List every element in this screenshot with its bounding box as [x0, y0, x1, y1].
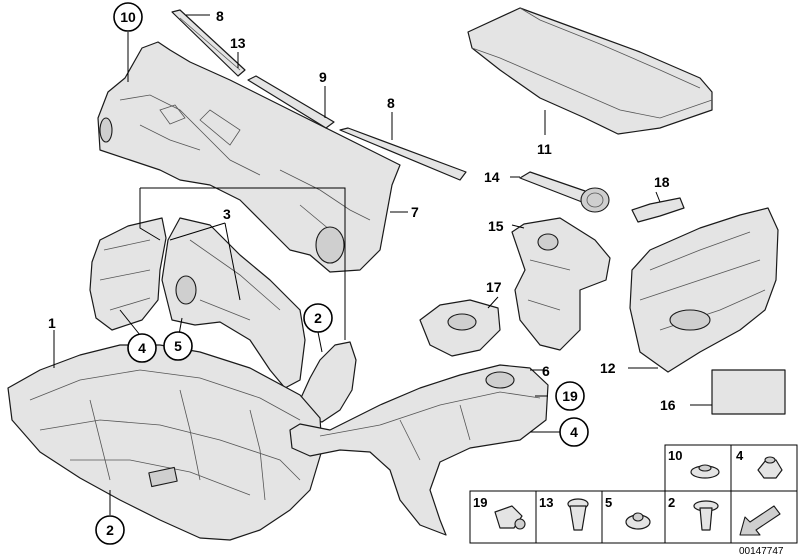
part-rear-wheelhouse-insulation [289, 364, 549, 536]
callout-circle-4-left [127, 333, 157, 363]
label-2-lower: 2 [106, 522, 114, 538]
legend-label-19: 19 [473, 495, 487, 510]
label-17: 17 [486, 279, 502, 295]
label-12: 12 [600, 360, 616, 376]
part-side-insulation-left [89, 217, 167, 331]
part-cowl-strip-8 [339, 127, 467, 181]
legend-label-4: 4 [736, 448, 744, 463]
label-9: 9 [319, 69, 327, 85]
part-parcel-shelf [467, 7, 713, 135]
callout-circle-2-lower [95, 515, 125, 545]
label-6: 6 [542, 363, 550, 379]
label-19: 19 [562, 388, 578, 404]
label-10: 10 [120, 9, 136, 25]
callout-circle-10 [113, 2, 143, 32]
label-16: 16 [660, 397, 676, 413]
legend-label-13: 13 [539, 495, 553, 510]
clip-nut-icon [690, 464, 720, 479]
legend-label-10: 10 [668, 448, 682, 463]
part-cowl-strip-9 [247, 75, 335, 129]
part-side-panel-insulation [629, 207, 779, 373]
label-13: 13 [230, 35, 246, 51]
legend-cell-arrow [730, 490, 798, 544]
label-14: 14 [484, 169, 500, 185]
label-4-left: 4 [138, 340, 146, 356]
arrow-icon [739, 505, 781, 536]
label-1: 1 [48, 315, 56, 331]
part-seal-strip-upper [171, 9, 246, 77]
callout-circle-4-right [559, 417, 589, 447]
callout-circle-19 [555, 381, 585, 411]
label-11: 11 [537, 141, 552, 157]
diagram-code: 00147747 [739, 546, 784, 557]
legend-label-2: 2 [668, 495, 675, 510]
part-bulkhead-insulation [97, 41, 401, 273]
fastener-legend: 10 4 19 13 5 2 [469, 444, 798, 544]
legend-label-5: 5 [605, 495, 612, 510]
push-rivet-icon [693, 500, 719, 531]
part-insulation-roll [519, 171, 610, 213]
callout-labels: 10 8 13 9 8 11 14 18 7 3 15 17 1 2 4 5 6… [48, 2, 676, 545]
callout-circle-5 [163, 331, 193, 361]
part-insulation-cap [419, 299, 501, 357]
part-wheelhouse-insulation [511, 217, 611, 351]
label-4-right: 4 [570, 424, 578, 440]
label-15: 15 [488, 218, 504, 234]
label-18: 18 [654, 174, 670, 190]
part-foam-pad [631, 197, 685, 223]
label-7: 7 [411, 204, 419, 220]
part-flat-pad [711, 369, 786, 415]
label-8-upper: 8 [216, 8, 224, 24]
label-3: 3 [223, 206, 231, 222]
expanding-rivet-icon [567, 498, 589, 531]
part-side-insulation-center [161, 217, 306, 389]
callout-circle-2-upper [303, 303, 333, 333]
washer-nut-icon [625, 512, 651, 530]
leader-lines [53, 14, 712, 515]
label-8-lower: 8 [387, 95, 395, 111]
label-5: 5 [174, 338, 182, 354]
speed-nut-icon [757, 456, 783, 479]
label-2-upper: 2 [314, 310, 322, 326]
cable-clip-icon [494, 505, 526, 530]
